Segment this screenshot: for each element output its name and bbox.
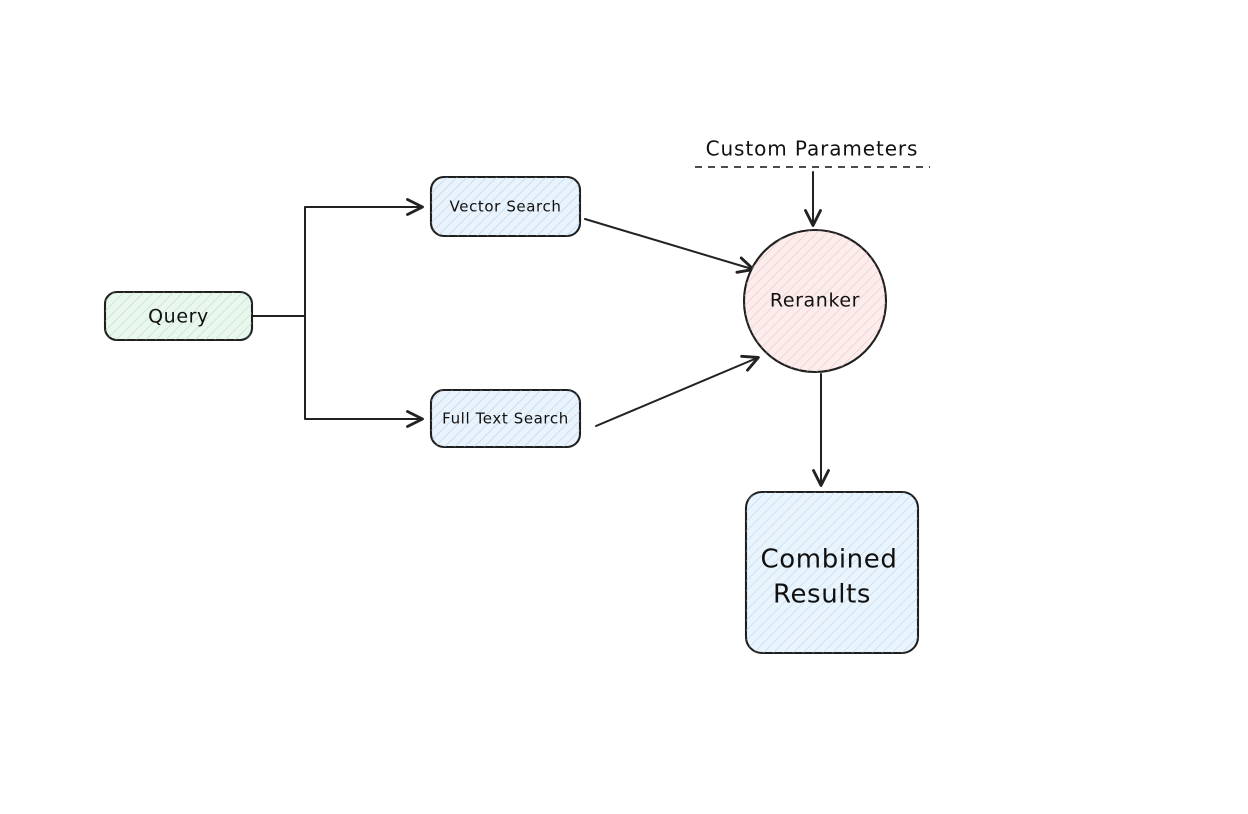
annotations-layer: Custom Parameters <box>695 137 930 168</box>
edge-full-text-search-to-reranker[interactable] <box>595 354 760 427</box>
edges-layer <box>251 171 830 487</box>
full-text-search-label: Full Text Search <box>442 410 569 428</box>
query-box-hatch <box>105 292 252 340</box>
node-reranker[interactable]: Reranker <box>742 228 888 374</box>
combined-results-label-line1: Combined <box>761 545 898 575</box>
reranker-label: Reranker <box>770 290 860 312</box>
node-query[interactable]: Query <box>103 290 254 342</box>
vector-search-label: Vector Search <box>450 198 562 216</box>
nodes-layer: Query Vector Search Full Text Search Rer… <box>103 175 920 655</box>
vector-search-box-hatch <box>431 177 580 236</box>
node-full-text-search[interactable]: Full Text Search <box>429 388 582 449</box>
edge-query-to-vector-search[interactable] <box>251 198 424 317</box>
combined-results-box-hatch <box>746 492 918 653</box>
combined-results-label-line2: Results <box>773 580 871 610</box>
node-vector-search[interactable]: Vector Search <box>429 175 582 238</box>
custom-parameters-label: Custom Parameters <box>706 137 919 161</box>
full-text-search-box-hatch <box>431 390 580 447</box>
node-combined-results[interactable]: Combined Results <box>744 490 920 655</box>
query-label: Query <box>148 306 209 328</box>
edge-query-to-full-text-search[interactable] <box>304 315 424 428</box>
annotation-custom-parameters[interactable]: Custom Parameters <box>695 137 930 168</box>
reranker-circle-hatch <box>744 230 886 372</box>
edge-vector-search-to-reranker[interactable] <box>584 218 755 274</box>
